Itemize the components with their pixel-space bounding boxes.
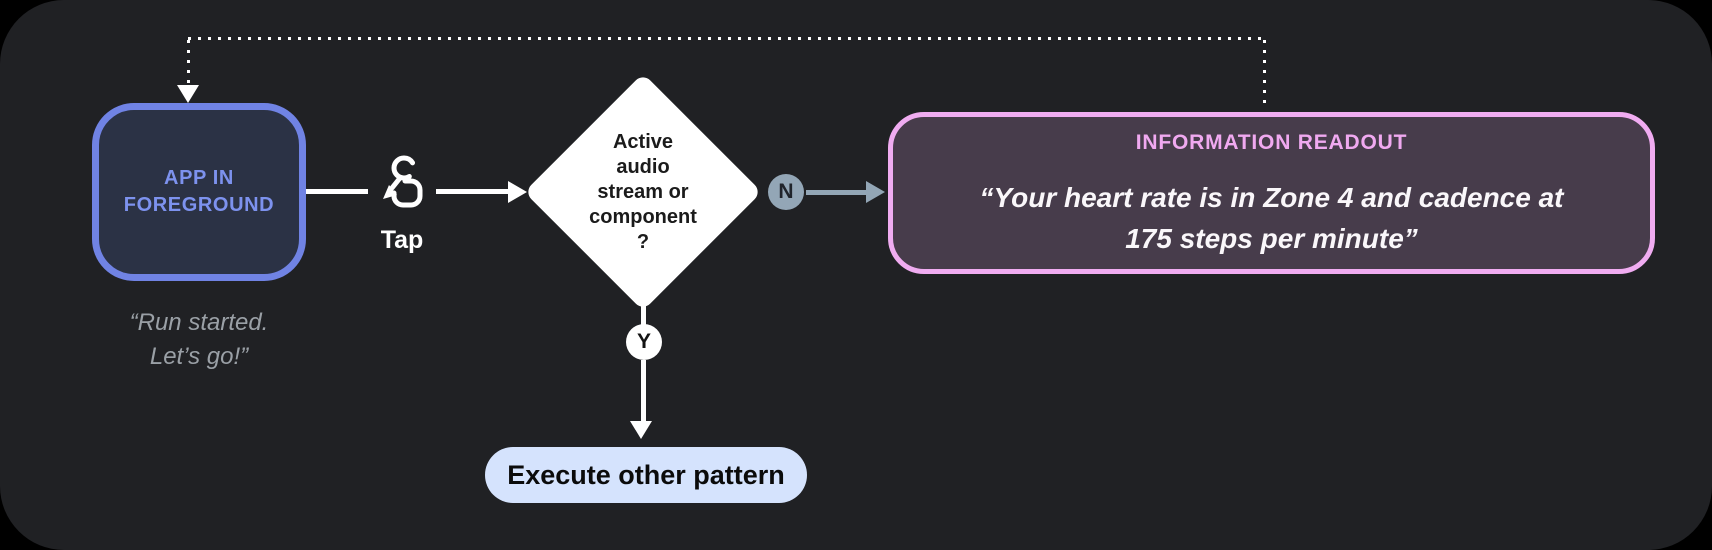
arrowhead-into-pill-icon: [630, 421, 652, 439]
app-node-label-line1: APP IN: [164, 167, 234, 189]
execute-other-pattern-node: Execute other pattern: [485, 447, 807, 503]
arrowhead-into-decision-icon: [508, 181, 527, 203]
readout-title: INFORMATION READOUT: [1135, 131, 1408, 154]
decision-line-4: component: [589, 205, 697, 228]
connector-tap-to-decision: [436, 189, 510, 194]
connector-app-to-tap: [306, 189, 368, 194]
readout-quote-line2: 175 steps per minute”: [1125, 223, 1418, 254]
feedback-dotted-line-left-vertical: [187, 40, 190, 85]
no-branch-label: N: [778, 180, 794, 203]
app-in-foreground-node: APP IN FOREGROUND: [92, 103, 306, 281]
decision-line-5: ?: [636, 230, 650, 253]
app-node-caption: “Run started. Let’s go!”: [60, 306, 338, 374]
arrowhead-into-readout-icon: [866, 181, 885, 203]
yes-branch-label: Y: [636, 330, 651, 353]
yes-branch-badge: Y: [626, 324, 662, 360]
feedback-arrowhead-down-icon: [177, 85, 199, 103]
feedback-dotted-line-right-vertical: [1263, 40, 1266, 110]
tap-gesture-icon: [374, 154, 428, 221]
connector-yes-to-pill: [641, 360, 646, 422]
decision-text: Active audio stream or component ?: [543, 102, 743, 282]
tap-label: Tap: [380, 226, 424, 254]
no-branch-badge: N: [768, 174, 804, 210]
feedback-dotted-line-horizontal: [188, 37, 1266, 40]
connector-decision-to-yes: [641, 300, 646, 326]
decision-line-3: stream or: [597, 180, 689, 203]
caption-line1: “Run started.: [129, 309, 269, 336]
information-readout-node: INFORMATION READOUT “Your heart rate is …: [888, 112, 1655, 274]
decision-line-1: Active: [612, 130, 674, 153]
decision-line-2: audio: [616, 155, 670, 178]
caption-line2: Let’s go!”: [149, 343, 249, 370]
readout-quote: “Your heart rate is in Zone 4 and cadenc…: [893, 177, 1650, 259]
app-node-label-line2: FOREGROUND: [123, 194, 275, 216]
connector-no-to-readout: [806, 190, 868, 195]
readout-quote-line1: “Your heart rate is in Zone 4 and cadenc…: [979, 182, 1564, 213]
pill-label: Execute other pattern: [507, 459, 785, 490]
